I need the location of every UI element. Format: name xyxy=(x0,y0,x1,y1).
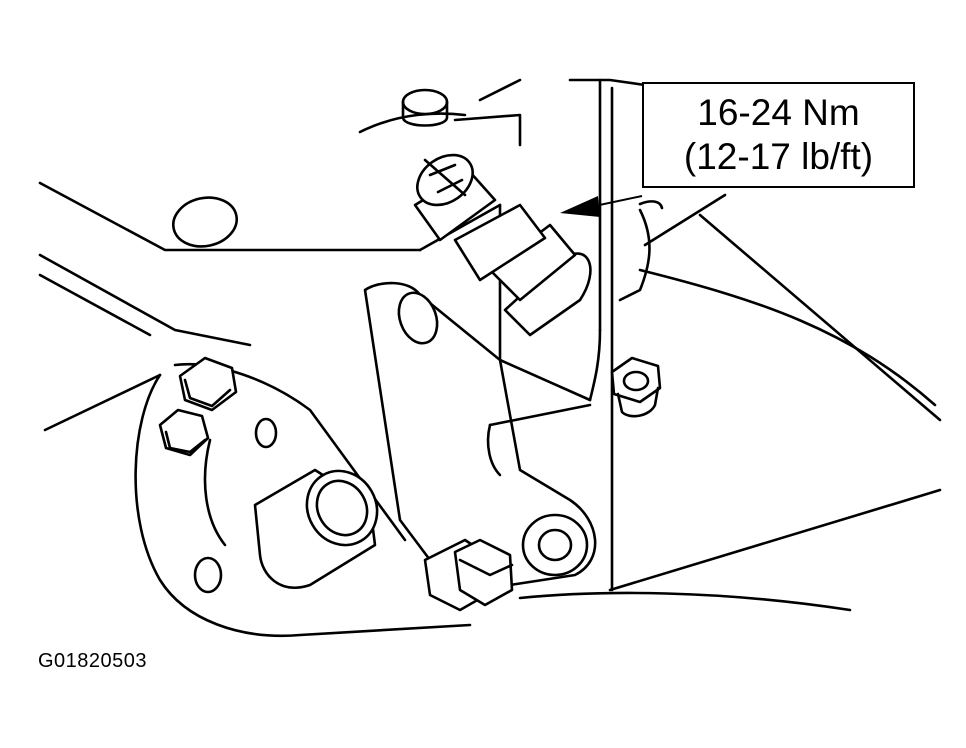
callout-arrow xyxy=(560,195,643,217)
torque-callout: 16-24 Nm (12-17 lb/ft) xyxy=(642,82,915,188)
sensor-fitting xyxy=(413,153,592,337)
lower-edge xyxy=(518,591,852,612)
right-panel xyxy=(568,78,942,592)
housing-hole xyxy=(172,196,238,248)
flange-bolts xyxy=(158,356,238,457)
bracket-bolt xyxy=(423,538,514,612)
figure-id: G01820503 xyxy=(38,650,148,672)
flange-plate xyxy=(134,362,472,638)
shaft-stub xyxy=(253,468,379,589)
torque-lbft-label: (12-17 lb/ft) xyxy=(683,136,874,177)
torque-nm-label: 16-24 Nm xyxy=(697,92,860,134)
cap-bolt xyxy=(401,88,449,127)
upper-housing xyxy=(38,78,522,432)
mounting-bracket xyxy=(363,281,597,587)
arrow-head xyxy=(560,196,600,217)
panel-bolt xyxy=(610,356,662,418)
